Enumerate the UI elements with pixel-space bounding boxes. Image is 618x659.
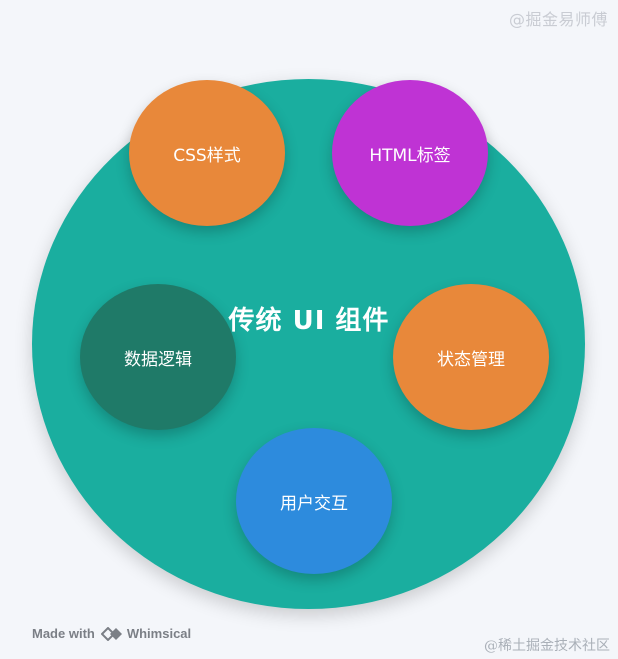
node-css-styles: CSS样式 [129, 80, 285, 226]
node-data-logic: 数据逻辑 [80, 284, 236, 430]
node-data-label: 数据逻辑 [124, 349, 192, 370]
node-html-tags: HTML标签 [332, 80, 488, 226]
made-with-badge[interactable]: Made with Whimsical [32, 626, 191, 641]
node-user-interaction: 用户交互 [236, 428, 392, 574]
node-state-management: 状态管理 [393, 284, 549, 430]
whimsical-brand: Whimsical [126, 626, 192, 641]
watermark-top: @掘金易师傅 [508, 10, 608, 29]
center-title: 传统 UI 组件 [228, 306, 390, 336]
node-state-label: 状态管理 [437, 349, 505, 370]
watermark-bottom: @稀土掘金技术社区 [484, 638, 610, 654]
made-with-label: Made with [32, 626, 95, 641]
node-user-label: 用户交互 [280, 493, 348, 514]
whimsical-logo-icon [100, 626, 123, 641]
node-css-label: CSS样式 [173, 145, 241, 166]
node-html-label: HTML标签 [369, 145, 451, 166]
